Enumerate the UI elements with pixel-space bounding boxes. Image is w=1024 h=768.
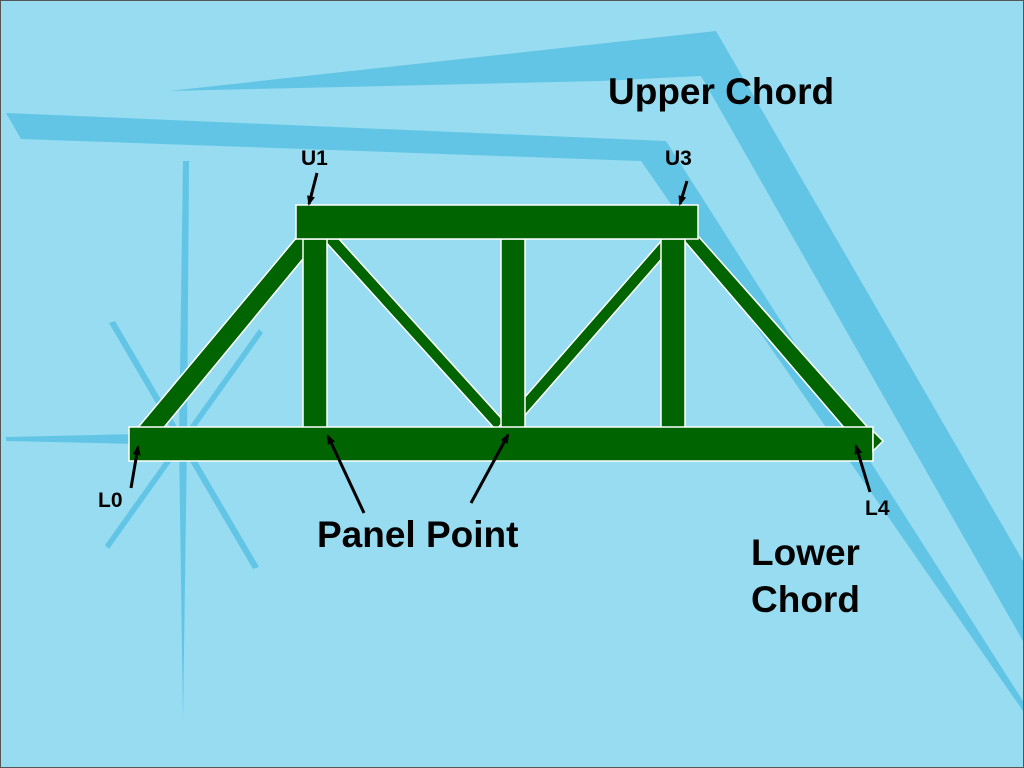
arrow-u1 — [307, 172, 319, 206]
arrow-panel-point-center — [469, 433, 510, 504]
lower-chord-label-line2: Chord — [751, 579, 860, 620]
upper-chord-member — [295, 204, 699, 240]
upper-chord-label: Upper Chord — [608, 71, 835, 112]
arrow-panel-point-left — [326, 434, 366, 514]
arrow-l4 — [854, 444, 872, 493]
left-end-diagonal — [133, 236, 323, 432]
arrow-u3 — [678, 180, 689, 206]
vertical-member-center — [500, 238, 526, 430]
truss — [128, 204, 885, 462]
decor-spike-middle — [6, 113, 1023, 711]
lower-chord-tip — [872, 429, 885, 453]
vertical-member-u3 — [660, 238, 686, 430]
l0-label: L0 — [98, 489, 123, 512]
lower-chord-label-line1: Lower — [751, 532, 860, 573]
pointer-arrows — [129, 172, 872, 514]
u1-label: U1 — [301, 147, 328, 170]
vertical-member-u1 — [302, 238, 328, 430]
panel-point-label: Panel Point — [317, 514, 519, 555]
arrow-l0 — [129, 445, 141, 489]
u3-label: U3 — [665, 147, 692, 170]
left-inner-diagonal — [321, 238, 513, 430]
lower-chord-member — [128, 426, 874, 462]
l4-label: L4 — [865, 497, 890, 520]
decor-spike-top — [169, 31, 1023, 641]
